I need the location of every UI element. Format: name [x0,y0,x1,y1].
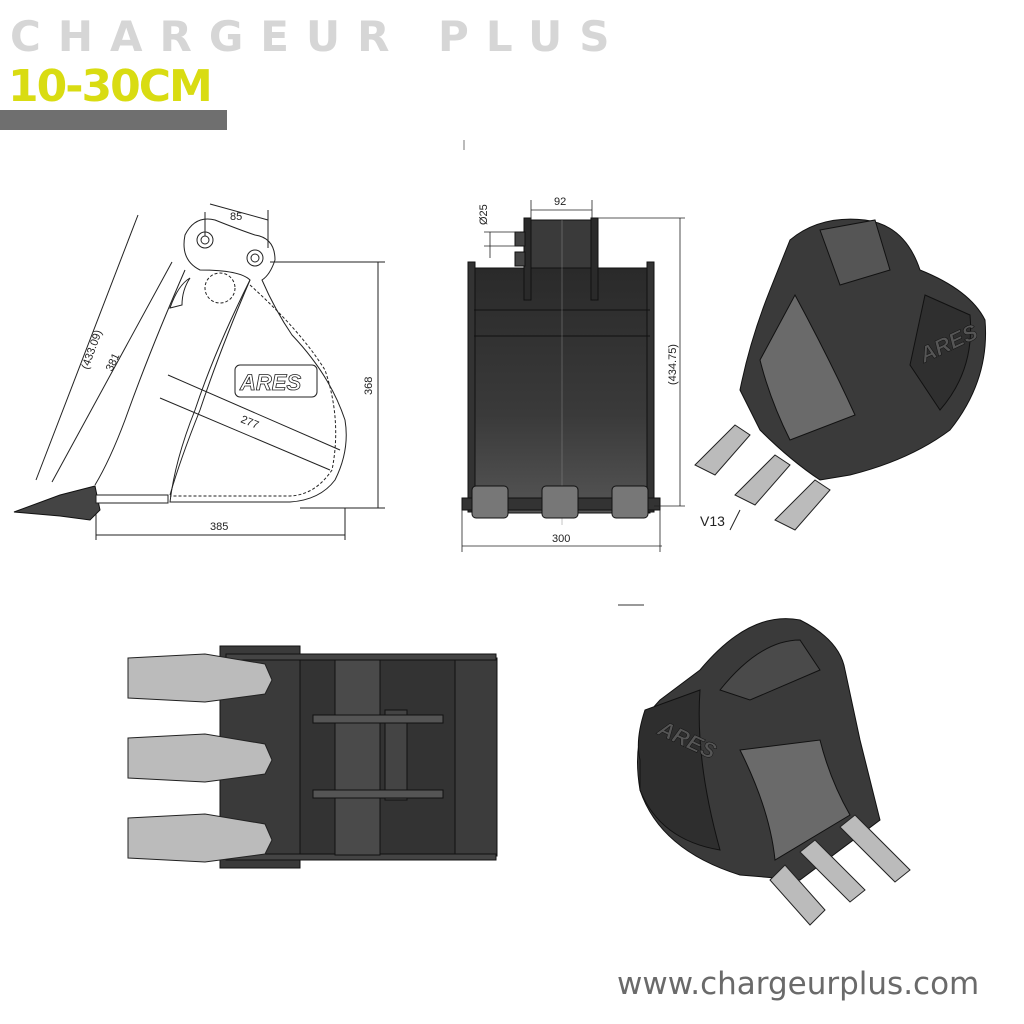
website-url: www.chargeurplus.com [617,966,980,1002]
header-divider-bar [0,110,227,130]
dim-ear-spacing: 92 [554,196,566,208]
side-view-drawing: ARES 85 (433.09) 381 277 368 385 [13,203,385,540]
dim-length: 385 [210,521,228,533]
front-view-drawing: 92 Ø25 (434.75) 300 [461,196,685,552]
iso-view-top-drawing: ARES V13 [694,218,987,531]
tooth-label: V13 [700,513,725,529]
dim-overall-height: (434.75) [667,344,679,385]
dim-pin-spacing: 85 [230,211,242,223]
dim-opening: 277 [239,414,261,432]
dim-overall-diagonal: (433.09) [80,328,105,371]
iso-view-bottom-drawing: ARES [618,604,911,926]
dim-pin-diameter: Ø25 [478,204,490,225]
side-view-logo: ARES [239,370,301,395]
top-view-drawing [127,645,498,869]
dim-width: 300 [552,533,570,545]
dim-tip-to-pin: 381 [104,352,123,374]
size-range-title: 10-30CM [8,61,213,112]
brand-title: CHARGEUR PLUS [10,12,627,61]
stray-mark [463,140,465,150]
dim-height: 368 [363,377,375,395]
